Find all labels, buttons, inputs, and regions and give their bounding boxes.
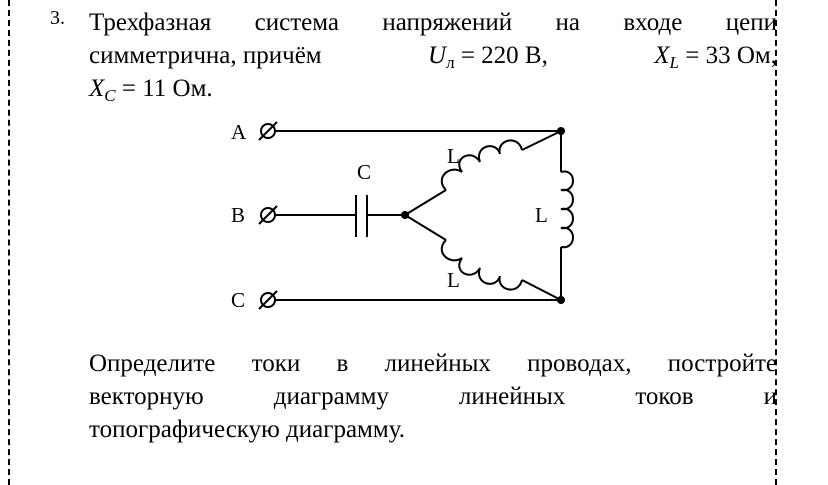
statement-line-1: Трехфазная система напряжений на входе цепи xyxy=(89,6,777,39)
node-a-dot xyxy=(557,127,565,135)
statement-word: цепи xyxy=(725,9,777,36)
lead-lower-end xyxy=(521,279,562,301)
question-line-2: векторную диаграмму линейных токов и xyxy=(89,380,777,413)
problem-statement: Трехфазная система напряжений на входе цепи с… xyxy=(89,6,777,105)
question-word: Определите xyxy=(89,350,216,377)
capacitor-label: C xyxy=(357,160,371,184)
inductor-upper-label: L xyxy=(447,144,460,168)
question-word: токи xyxy=(251,350,301,377)
question-line-1: Определите токи в линейных проводах, постройт… xyxy=(89,347,777,380)
node-c-dot xyxy=(557,296,565,304)
statement-prefix: симметрична, причём xyxy=(89,42,322,69)
question-word: и xyxy=(763,383,777,410)
inductive-reactance-value: XL = 33 Ом, xyxy=(654,42,777,72)
question-word: токов xyxy=(635,383,694,410)
inductor-lower-label: L xyxy=(447,268,460,292)
terminal-c-label: C xyxy=(231,288,245,312)
question-word: векторную xyxy=(89,383,204,410)
lead-lower xyxy=(404,214,447,241)
statement-word: система xyxy=(254,9,340,36)
lead-upper xyxy=(404,189,447,216)
inductor-lower-icon xyxy=(440,239,523,291)
question-word: проводах, xyxy=(527,350,632,377)
inductor-right-label: L xyxy=(535,203,548,227)
statement-line-2: симметрична, причём Uл = 220 В, XL = 33 … xyxy=(89,39,777,72)
terminal-a-label: A xyxy=(231,120,247,144)
dashed-frame-left xyxy=(8,0,10,485)
question-line-3: топографическую диаграмму. xyxy=(89,416,405,443)
question-word: в xyxy=(336,350,349,377)
line-voltage-value: Uл = 220 В, xyxy=(428,42,548,72)
star-node-dot xyxy=(401,211,409,219)
statement-word: входе xyxy=(623,9,683,36)
terminal-c-slash xyxy=(258,290,278,310)
lead-upper-end xyxy=(521,130,562,151)
statement-word: Трехфазная xyxy=(89,9,212,36)
inductor-right-icon xyxy=(560,170,574,249)
question-word: постройте xyxy=(667,350,777,377)
question-word: линейных xyxy=(458,383,566,410)
question-word: линейных xyxy=(384,350,491,377)
question-word: диаграмму xyxy=(273,383,389,410)
statement-word: на xyxy=(555,9,580,36)
inductor-upper-icon xyxy=(440,139,523,191)
dashed-frame-right xyxy=(775,0,777,485)
terminal-b-label: B xyxy=(231,203,245,227)
problem-number: 3. xyxy=(50,7,65,29)
capacitive-reactance-value: XC = 11 Ом. xyxy=(89,75,213,105)
terminal-a-slash xyxy=(258,121,278,141)
question-text: Определите токи в линейных проводах, постройт… xyxy=(89,347,777,446)
terminal-b-slash xyxy=(258,205,278,225)
statement-word: напряжений xyxy=(382,9,513,36)
